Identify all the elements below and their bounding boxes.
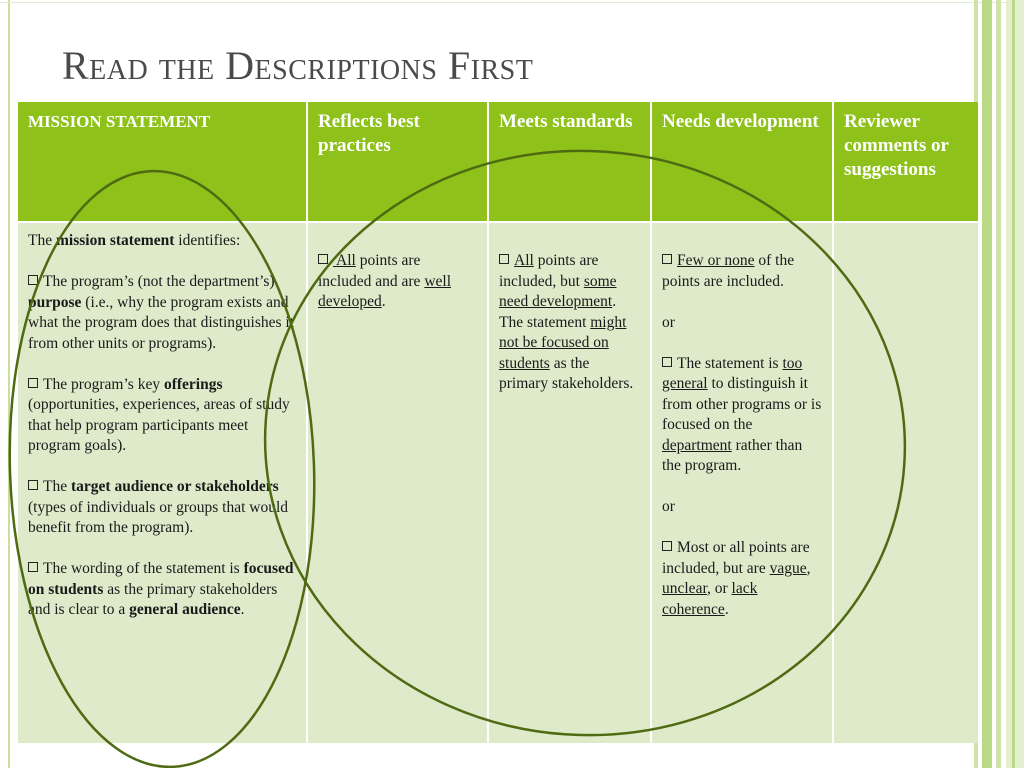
needs-development-cell: Few or none of the points are included. … bbox=[652, 223, 832, 743]
decorative-stripe bbox=[1012, 0, 1015, 768]
checkbox-icon bbox=[662, 356, 672, 367]
left-border-line bbox=[8, 0, 10, 768]
rubric-table: MISSION STATEMENT Reflects best practice… bbox=[18, 102, 978, 743]
checkbox-icon bbox=[662, 541, 672, 551]
needs-or-1: or bbox=[662, 313, 675, 331]
header-reviewer-comments: Reviewer comments or suggestions bbox=[834, 102, 978, 221]
decorative-stripe bbox=[1006, 0, 1024, 768]
mission-item-offerings: The program’s key offerings (opportuniti… bbox=[28, 375, 290, 454]
slide-title: Read the Descriptions First bbox=[62, 43, 534, 88]
checkbox-icon bbox=[28, 480, 38, 490]
checkbox-icon bbox=[28, 562, 38, 572]
mission-item-wording: The wording of the statement is focused … bbox=[28, 560, 294, 618]
checkbox-icon bbox=[318, 254, 328, 264]
mission-intro: The mission statement identifies: bbox=[28, 232, 241, 249]
needs-item-general: The statement is too general to distingu… bbox=[662, 354, 822, 474]
needs-or-2: or bbox=[662, 498, 675, 515]
checkbox-icon bbox=[28, 377, 38, 388]
needs-item-few: Few or none of the points are included. bbox=[662, 252, 795, 290]
header-meets-standards: Meets standards bbox=[489, 102, 650, 221]
meets-standards-cell: All points are included, but some need d… bbox=[489, 223, 650, 743]
top-border-line bbox=[0, 2, 1024, 3]
checkbox-icon bbox=[662, 254, 672, 264]
checkbox-icon bbox=[499, 254, 509, 264]
header-mission-statement: MISSION STATEMENT bbox=[18, 102, 306, 221]
header-needs-development: Needs development bbox=[652, 102, 832, 221]
reviewer-comments-cell[interactable] bbox=[834, 223, 978, 743]
header-reflects-best-practices: Reflects best practices bbox=[308, 102, 487, 221]
decorative-stripe bbox=[982, 0, 992, 768]
needs-item-vague: Most or all points are included, but are… bbox=[662, 539, 811, 618]
best-practices-cell: All points are included and are well dev… bbox=[308, 223, 487, 743]
mission-description-cell: The mission statement identifies: The pr… bbox=[18, 223, 306, 743]
checkbox-icon bbox=[28, 275, 38, 285]
decorative-stripe bbox=[996, 0, 1001, 768]
mission-item-purpose: The program’s (not the department’s) pur… bbox=[28, 273, 295, 352]
mission-item-audience: The target audience or stakeholders (typ… bbox=[28, 478, 289, 536]
